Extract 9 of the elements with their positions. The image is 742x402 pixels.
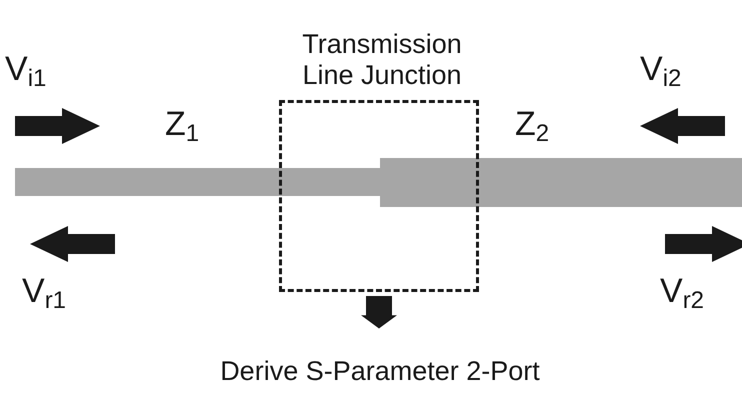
port-label: Z$_{1}$ [165, 105, 200, 149]
port-label: V$_{i1}$ [5, 50, 46, 94]
port-label: V$_{i2}$ [640, 50, 682, 94]
port-label: Z$_{2}$ [515, 105, 550, 149]
result-text: Derive S-Parameter 2-Port [219, 356, 541, 387]
port-label: V$_{r1}$ [22, 272, 66, 316]
port-label: V$_{r2}$ [660, 272, 704, 316]
block-arrow [361, 296, 397, 329]
box-heading: Transmission Line Junction [301, 29, 463, 91]
